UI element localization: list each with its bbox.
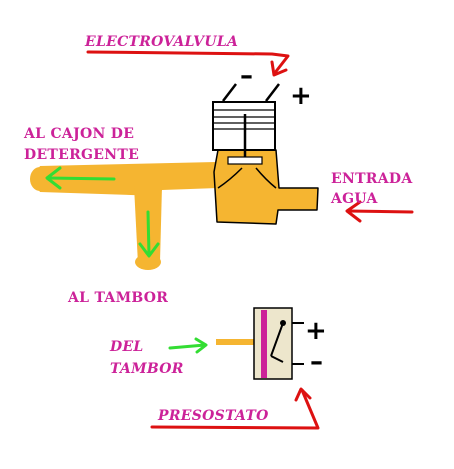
label-electrovalvula: ELECTROVALVULA <box>84 34 238 50</box>
label-al-tambor: AL TAMBOR <box>67 290 168 306</box>
label-entrada-line2: AGUA <box>330 191 378 207</box>
label-presostato: PRESOSTATO <box>157 408 269 424</box>
flow-arrows <box>45 166 208 354</box>
label-al-cajon-line1: AL CAJON DE <box>23 126 134 142</box>
electrovalvula-pointer <box>86 50 290 77</box>
detergent-outlet-end <box>30 167 50 191</box>
pressure-switch <box>216 307 304 380</box>
valve-terminal-left <box>222 83 237 102</box>
pressure-diaphragm <box>261 310 267 378</box>
labels: ELECTROVALVULA AL CAJON DE DETERGENTE EN… <box>23 34 413 424</box>
valve-seat <box>227 156 263 165</box>
label-del-tambor-line2: TAMBOR <box>110 361 184 377</box>
valve-minus-sign: – <box>240 61 253 91</box>
label-al-cajon-line2: DETERGENTE <box>24 147 139 163</box>
label-del-tambor-line1: DEL <box>109 339 144 355</box>
switch-plus-sign: + <box>305 316 327 346</box>
flow-arrow-to-drum <box>138 210 160 258</box>
flow-arrow-to-detergent <box>45 166 116 190</box>
flow-arrow-from-drum <box>168 337 208 354</box>
drum-branch-end <box>135 254 161 270</box>
valve-terminal-right <box>265 83 280 102</box>
valve-plus-sign: + <box>290 81 312 111</box>
detergent-outlet-pipe <box>35 162 218 196</box>
label-entrada-line1: ENTRADA <box>331 171 413 187</box>
pointer-arrows <box>86 50 414 430</box>
entrada-agua-pointer <box>345 200 414 223</box>
pressure-switch-body <box>253 307 293 380</box>
presostato-pointer <box>150 387 320 430</box>
switch-minus-sign: – <box>310 347 323 377</box>
solenoid-valve <box>212 83 319 225</box>
